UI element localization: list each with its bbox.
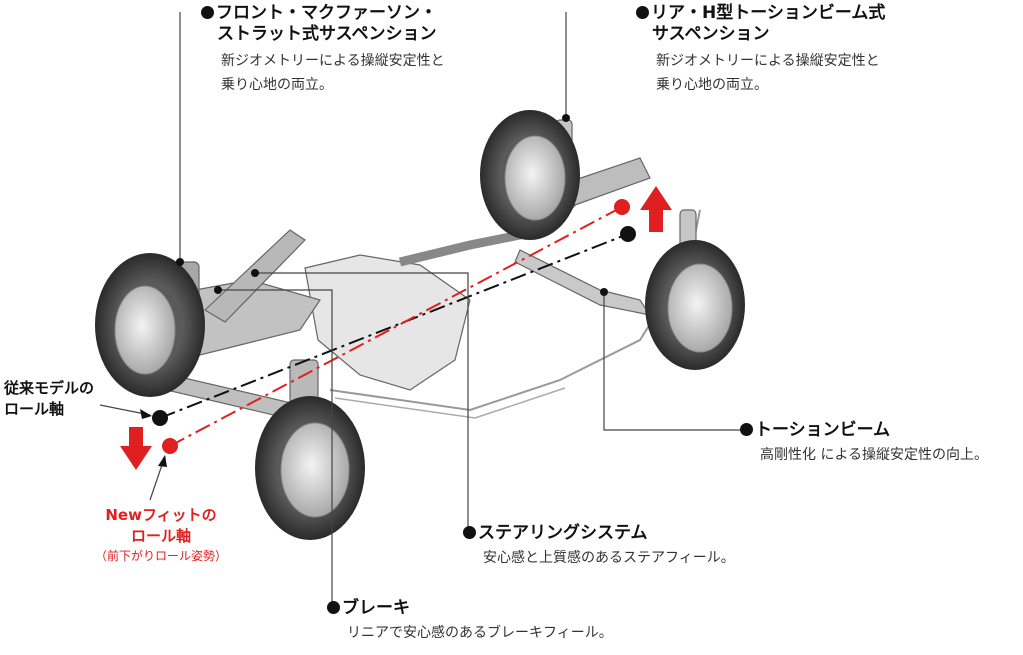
old-axis-pointer-arrow [140,409,152,419]
old-roll-axis-line [159,233,629,419]
front-suspension-desc-2: 乗り心地の両立。 [221,77,333,93]
steering-desc: 安心感と上質感のあるステアフィール。 [483,550,735,566]
torsion-beam-desc: 高剛性化 による操縦安定性の向上。 [760,447,989,463]
old-roll-axis-line2: ロール軸 [4,400,65,418]
new-roll-axis-line [169,206,623,447]
new-roll-axis-label: Newフィットの ロール軸 （前下がりロール姿勢） [95,505,227,564]
bullet-icon [636,6,649,19]
front-suspension-title-2: ストラット式サスペンション [217,24,437,44]
chassis-illustration [138,119,701,421]
front-suspension-title-1: フロント・マクファーソン・ [216,3,437,23]
new-axis-rear-point [614,199,630,215]
front-suspension-desc-1: 新ジオメトリーによる操縦安定性と [221,53,445,69]
leader-lines [99,12,745,608]
rear-suspension-title-1: リア・H型トーションビーム式 [651,3,886,23]
new-roll-axis-note: （前下がりロール姿勢） [95,549,228,563]
steering-callout: ステアリングシステム 安心感と上質感のあるステアフィール。 [463,523,735,570]
bullet-icon [463,526,476,539]
old-roll-axis-line1: 従来モデルの [4,379,95,397]
torsion-beam-title: トーションビーム [755,420,891,440]
old-axis-front-point [152,410,168,426]
new-roll-axis-line2: ロール軸 [131,527,192,545]
bullet-icon [740,423,753,436]
rear-suspension-desc-1: 新ジオメトリーによる操縦安定性と [656,53,880,69]
rear-suspension-title-2: サスペンション [652,24,770,44]
bullet-icon [201,6,214,19]
rear-left-wheel [480,110,580,240]
bullet-icon [327,601,340,614]
front-suspension-callout: フロント・マクファーソン・ ストラット式サスペンション 新ジオメトリーによる操縦… [201,3,445,97]
rear-suspension-desc-2: 乗り心地の両立。 [656,77,768,93]
torsion-beam-callout: トーションビーム 高剛性化 による操縦安定性の向上。 [740,420,988,467]
brake-callout: ブレーキ リニアで安心感のあるブレーキフィール。 [327,598,613,645]
down-arrow-icon [120,427,152,470]
steering-title: ステアリングシステム [478,523,648,543]
up-arrow-icon [640,186,672,232]
leader-endpoints [176,114,608,296]
old-roll-axis-label: 従来モデルの ロール軸 [4,378,94,420]
front-left-wheel [95,253,205,397]
brake-title: ブレーキ [342,598,410,618]
new-roll-axis-line1: Newフィットの [105,506,217,524]
rear-suspension-callout: リア・H型トーションビーム式 サスペンション 新ジオメトリーによる操縦安定性と … [636,3,885,97]
old-axis-rear-point [620,226,636,242]
new-axis-pointer-arrow [158,455,167,467]
rear-right-wheel [645,240,745,370]
front-right-wheel [255,396,365,540]
new-axis-front-point [162,438,178,454]
brake-desc: リニアで安心感のあるブレーキフィール。 [347,625,613,641]
